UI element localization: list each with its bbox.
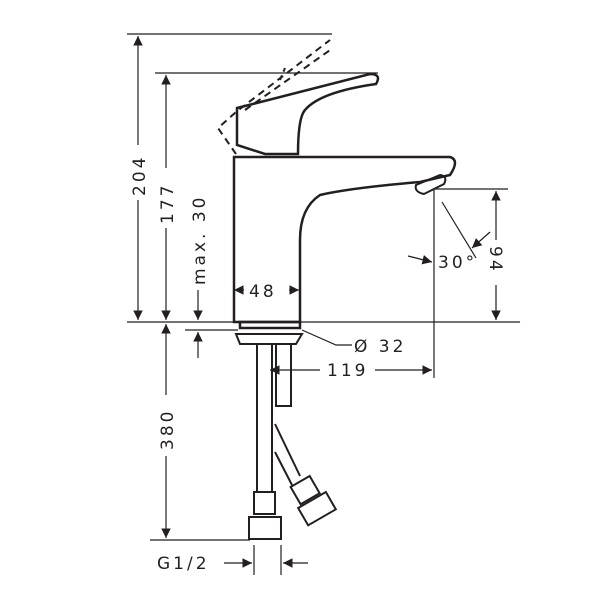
label-diameter-32: Ø 32 [354, 337, 406, 357]
label-48: 48 [249, 282, 277, 302]
extension-lines [127, 33, 520, 575]
faucet-body [216, 39, 457, 345]
dimension-labels: 204 177 max. 30 380 94 48 30° Ø 32 119 G… [130, 155, 505, 574]
supply-hoses [248, 343, 338, 540]
label-204: 204 [130, 155, 150, 196]
label-177: 177 [158, 183, 178, 224]
label-119: 119 [327, 361, 368, 381]
label-30-degrees: 30° [438, 253, 477, 273]
dimension-lines [133, 36, 501, 568]
label-94: 94 [485, 246, 505, 274]
label-max-30: max. 30 [190, 195, 210, 285]
label-g-half: G1/2 [157, 554, 210, 574]
label-380: 380 [158, 409, 178, 450]
